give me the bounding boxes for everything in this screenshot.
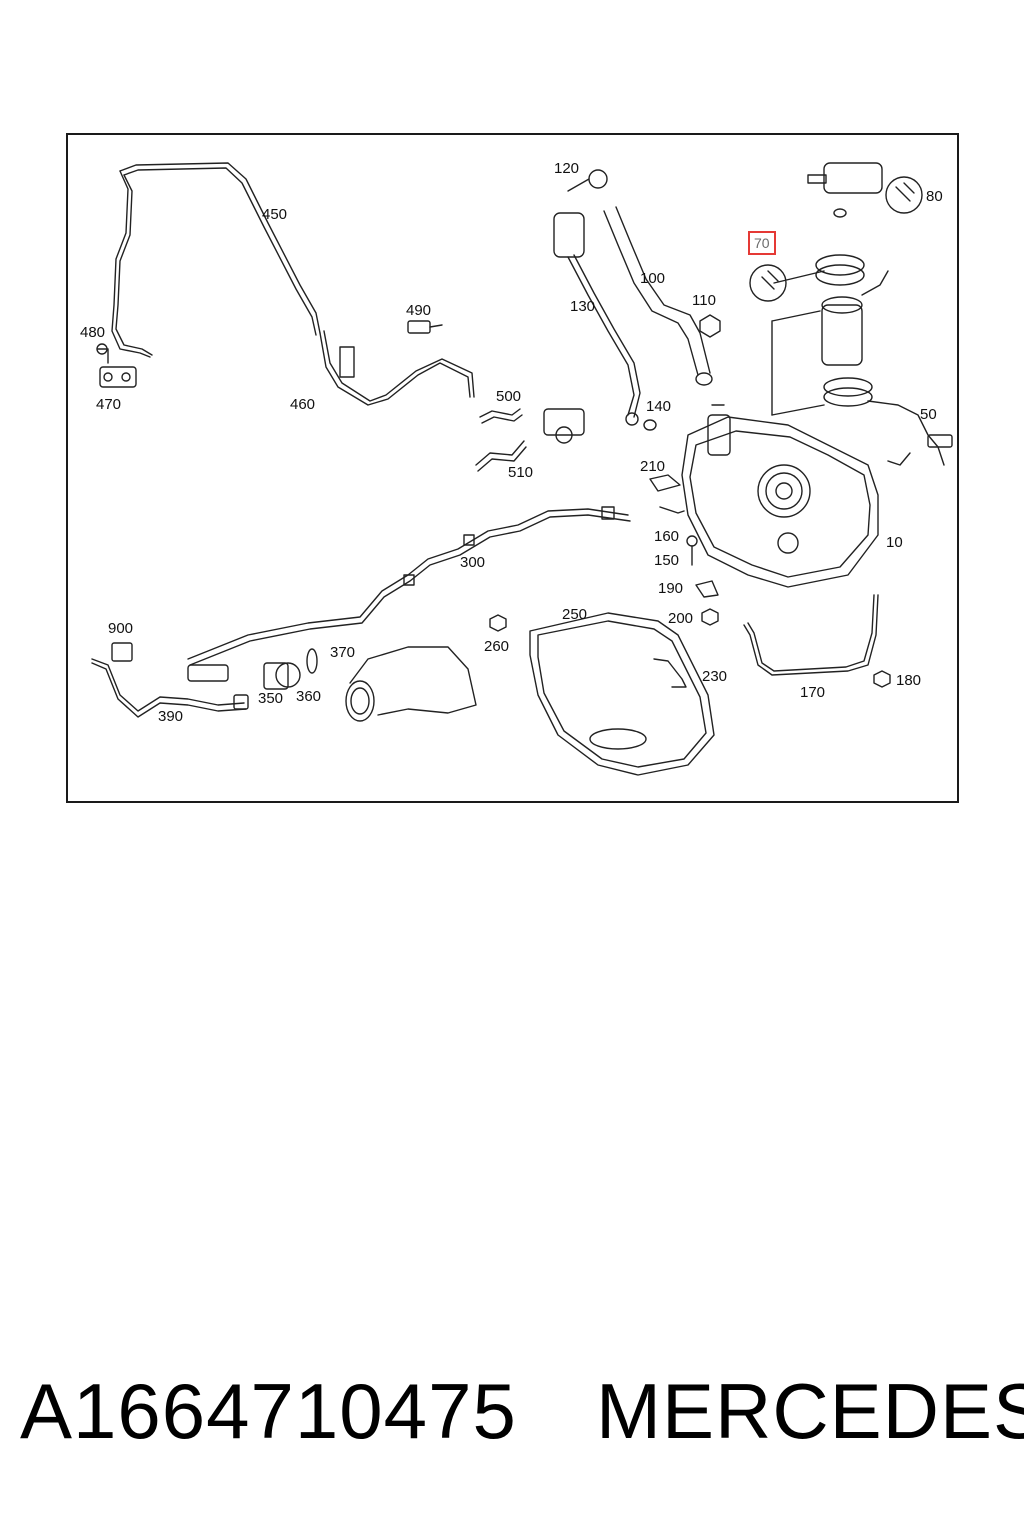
strap-170 [743,594,879,676]
sensor-50 [867,400,953,466]
callout-120: 120 [554,160,580,177]
fuel-line-460 [319,330,475,406]
part-number: A1664710475 [20,1367,517,1455]
callout-150: 150 [654,552,680,569]
clip-490 [407,320,443,334]
callout-370: 370 [330,644,356,661]
exploded-view-drawing [91,162,953,776]
filler-pipe-100 [603,206,713,386]
brand-name: MERCEDES [596,1367,1024,1455]
callout-190: 190 [658,580,684,597]
connector-900-harness-390 [91,642,249,718]
parts-diagram: 10 50 70 80 100 110 120 130 140 150 160 … [66,133,959,803]
callout-470: 470 [96,396,122,413]
callout-80: 80 [926,188,943,205]
callout-350: 350 [258,690,284,707]
clip-190-nut-200 [695,580,719,626]
callout-130: 130 [570,298,596,315]
fuel-line-450 [111,162,321,358]
callout-250: 250 [562,606,588,623]
callout-260: 260 [484,638,510,655]
filler-neck-130 [553,212,641,426]
callout-110: 110 [692,292,716,309]
callout-50: 50 [920,406,937,423]
callout-200: 200 [668,610,694,627]
nut-180 [873,670,891,688]
callout-450: 450 [262,206,288,223]
callout-10: 10 [886,534,903,551]
callout-100: 100 [640,270,666,287]
fuel-line-300 [187,506,631,666]
callout-510: 510 [508,464,534,481]
bracket-230 [653,658,687,688]
callout-500: 500 [496,388,522,405]
pump-head-80 [807,162,923,218]
bracket-470 [96,343,137,388]
callout-70-highlighted[interactable]: 70 [748,231,776,255]
heat-shield-250 [529,612,715,776]
nut-110 [699,314,721,338]
callout-460: 460 [290,396,316,413]
pump-350-360-370 [187,648,318,690]
callout-210: 210 [640,458,666,475]
intake-hose [345,646,477,722]
callout-300: 300 [460,554,486,571]
callout-900: 900 [108,620,134,637]
bolts-150-160 [659,506,698,566]
pump-module-70 [749,254,889,416]
callout-230: 230 [702,668,728,685]
callout-170: 170 [800,684,826,701]
callout-180: 180 [896,672,922,689]
callout-160: 160 [654,528,680,545]
nut-260 [489,614,507,632]
callout-360: 360 [296,688,322,705]
callout-390: 390 [158,708,184,725]
callout-480: 480 [80,324,106,341]
hose-500-510 [475,408,585,472]
o-ring-140 [643,419,657,431]
cap-120 [567,169,608,192]
fuel-tank-10 [681,404,879,588]
callout-140: 140 [646,398,672,415]
callout-490: 490 [406,302,432,319]
bracket-210 [649,474,681,492]
